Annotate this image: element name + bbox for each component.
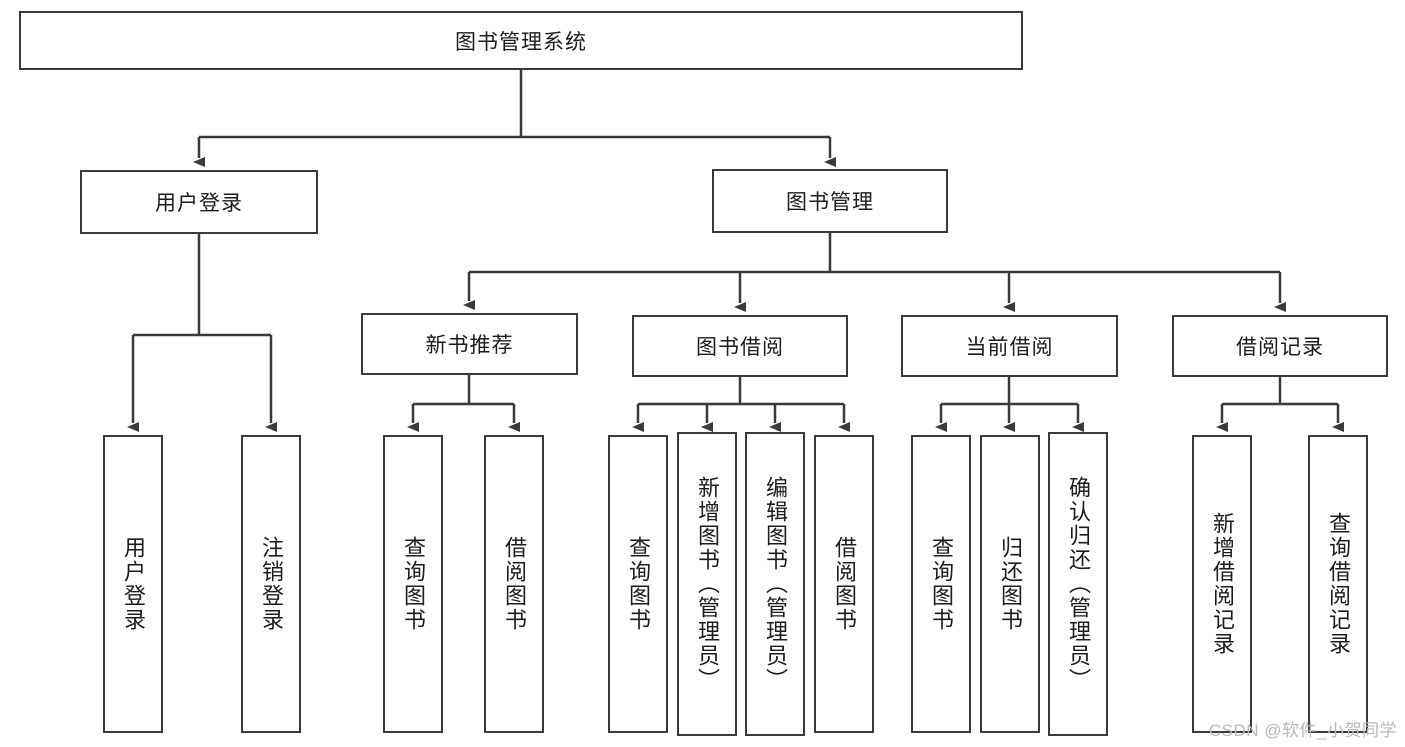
node-label: 新增图书（管理员） bbox=[694, 476, 720, 692]
node-label: 归还图书 bbox=[997, 536, 1023, 632]
node-new-book-recommend[interactable]: 新书推荐 bbox=[361, 313, 578, 375]
node-leaf-logout[interactable]: 注销登录 bbox=[241, 435, 301, 733]
node-root-book-management-system[interactable]: 图书管理系统 bbox=[19, 11, 1023, 70]
node-leaf-borrow-book-recommend[interactable]: 借阅图书 bbox=[484, 435, 544, 733]
node-label: 用户登录 bbox=[155, 192, 243, 215]
node-label: 图书管理系统 bbox=[455, 30, 587, 54]
node-label: 新书推荐 bbox=[425, 334, 514, 357]
node-leaf-query-book-borrow[interactable]: 查询图书 bbox=[608, 435, 668, 733]
node-leaf-return-book[interactable]: 归还图书 bbox=[980, 435, 1040, 733]
node-label: 图书借阅 bbox=[696, 336, 784, 359]
node-label: 查询图书 bbox=[928, 536, 954, 632]
node-label: 借阅记录 bbox=[1236, 336, 1324, 359]
node-label: 借阅图书 bbox=[831, 536, 857, 632]
node-leaf-query-borrow-record[interactable]: 查询借阅记录 bbox=[1308, 435, 1368, 733]
watermark-text: CSDN @软件_小贺同学 bbox=[1208, 721, 1397, 740]
node-label: 借阅图书 bbox=[501, 536, 527, 632]
node-leaf-user-login[interactable]: 用户登录 bbox=[103, 435, 163, 733]
node-borrow-record[interactable]: 借阅记录 bbox=[1172, 315, 1388, 377]
node-label: 用户登录 bbox=[120, 536, 146, 632]
node-leaf-confirm-return-admin[interactable]: 确认归还（管理员） bbox=[1048, 432, 1108, 736]
node-leaf-borrow-book[interactable]: 借阅图书 bbox=[814, 435, 874, 733]
node-label: 注销登录 bbox=[258, 536, 284, 632]
node-label: 确认归还（管理员） bbox=[1065, 476, 1091, 692]
node-label: 查询借阅记录 bbox=[1325, 512, 1351, 656]
node-label: 新增借阅记录 bbox=[1209, 512, 1235, 656]
node-label: 查询图书 bbox=[400, 536, 426, 632]
node-leaf-edit-book-admin[interactable]: 编辑图书（管理员） bbox=[745, 432, 805, 736]
node-label: 当前借阅 bbox=[965, 336, 1054, 359]
node-leaf-query-book-current[interactable]: 查询图书 bbox=[911, 435, 971, 733]
node-leaf-add-borrow-record[interactable]: 新增借阅记录 bbox=[1192, 435, 1252, 733]
node-current-borrow[interactable]: 当前借阅 bbox=[901, 315, 1118, 377]
node-user-login[interactable]: 用户登录 bbox=[80, 170, 318, 234]
node-leaf-query-book-recommend[interactable]: 查询图书 bbox=[383, 435, 443, 733]
node-label: 图书管理 bbox=[786, 191, 874, 214]
node-leaf-add-book-admin[interactable]: 新增图书（管理员） bbox=[677, 432, 737, 736]
node-label: 查询图书 bbox=[625, 536, 651, 632]
node-label: 编辑图书（管理员） bbox=[762, 476, 788, 692]
node-book-borrow[interactable]: 图书借阅 bbox=[632, 315, 848, 377]
node-book-management[interactable]: 图书管理 bbox=[712, 169, 948, 233]
